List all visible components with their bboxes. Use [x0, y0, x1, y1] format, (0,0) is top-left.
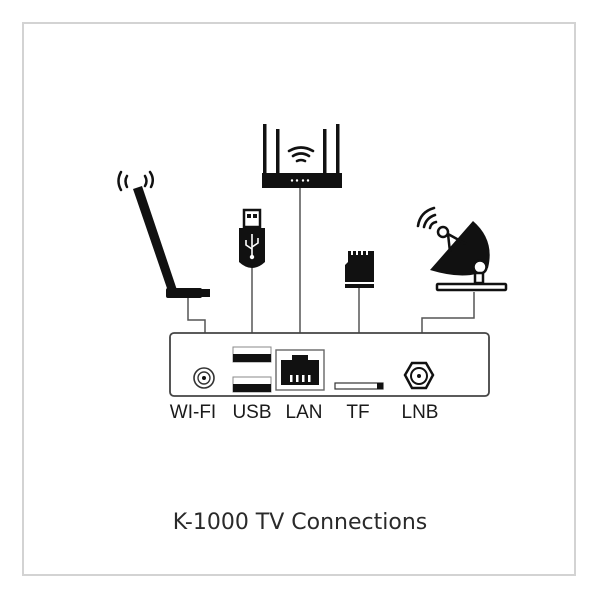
- diagram-caption: K-1000 TV Connections: [172, 510, 428, 535]
- label-lnb: LNB: [401, 402, 439, 423]
- label-lan: LAN: [285, 402, 323, 423]
- lnb-port: [403, 361, 435, 390]
- microsd-card-icon: [345, 251, 374, 288]
- tf-slot: [334, 382, 384, 390]
- router-icon: [262, 124, 342, 188]
- label-usb: USB: [232, 402, 272, 423]
- tv-box-back-panel: [169, 332, 490, 397]
- wifi-port: [193, 367, 215, 389]
- label-tf: TF: [346, 402, 370, 423]
- diagram-frame: [22, 22, 576, 576]
- satellite-dish-icon: [416, 206, 508, 292]
- label-wifi: WI-FI: [169, 402, 217, 423]
- usb-ports: [232, 346, 272, 393]
- lan-port: [275, 349, 325, 391]
- wifi-antenna-icon: [117, 170, 210, 298]
- usb-drive-icon: [239, 208, 265, 268]
